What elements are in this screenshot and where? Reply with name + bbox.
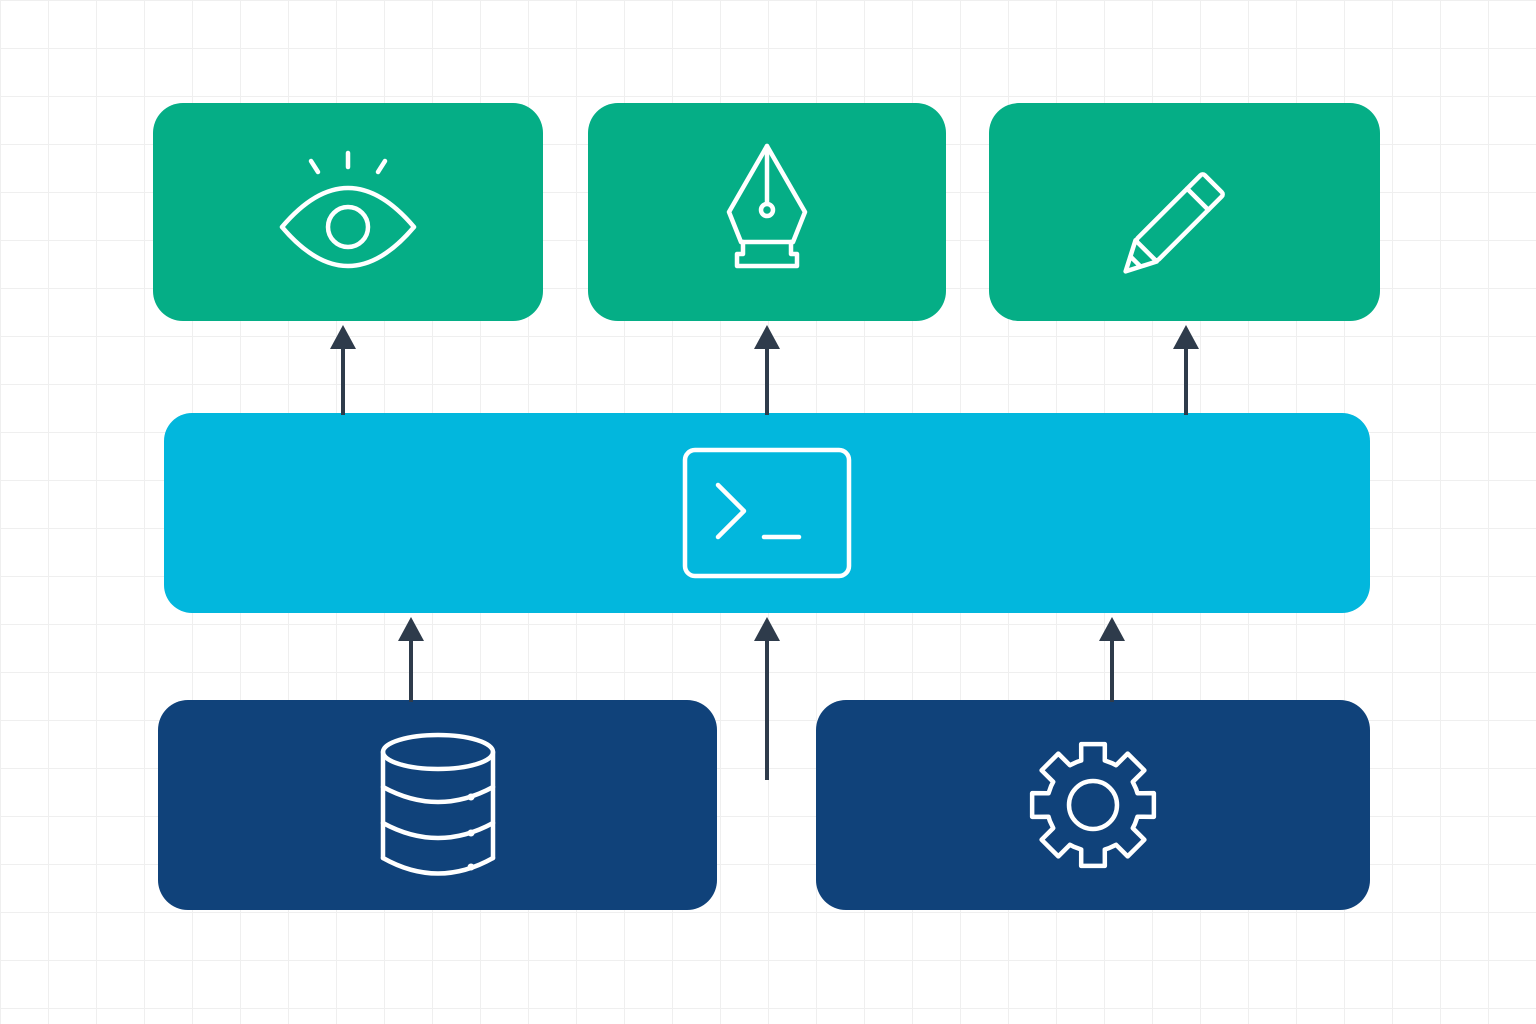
core-node[interactable] [164,413,1370,613]
pen-nib-icon [726,143,808,269]
arrow-settings-to-core [1099,617,1125,702]
pencil-icon [1122,172,1225,274]
arrow-external-to-core [754,617,780,780]
terminal-icon [682,447,852,579]
view-node[interactable] [153,103,543,321]
settings-node[interactable] [816,700,1370,910]
database-icon [380,732,495,876]
edit-node[interactable] [989,103,1380,321]
arrow-core-to-edit [1173,325,1199,415]
design-node[interactable] [588,103,946,321]
eye-icon [279,150,417,269]
arrow-core-to-design [754,325,780,415]
data-node[interactable] [158,700,717,910]
gear-icon [1029,741,1157,869]
arrow-core-to-view [330,325,356,415]
arrow-data-to-core [398,617,424,702]
